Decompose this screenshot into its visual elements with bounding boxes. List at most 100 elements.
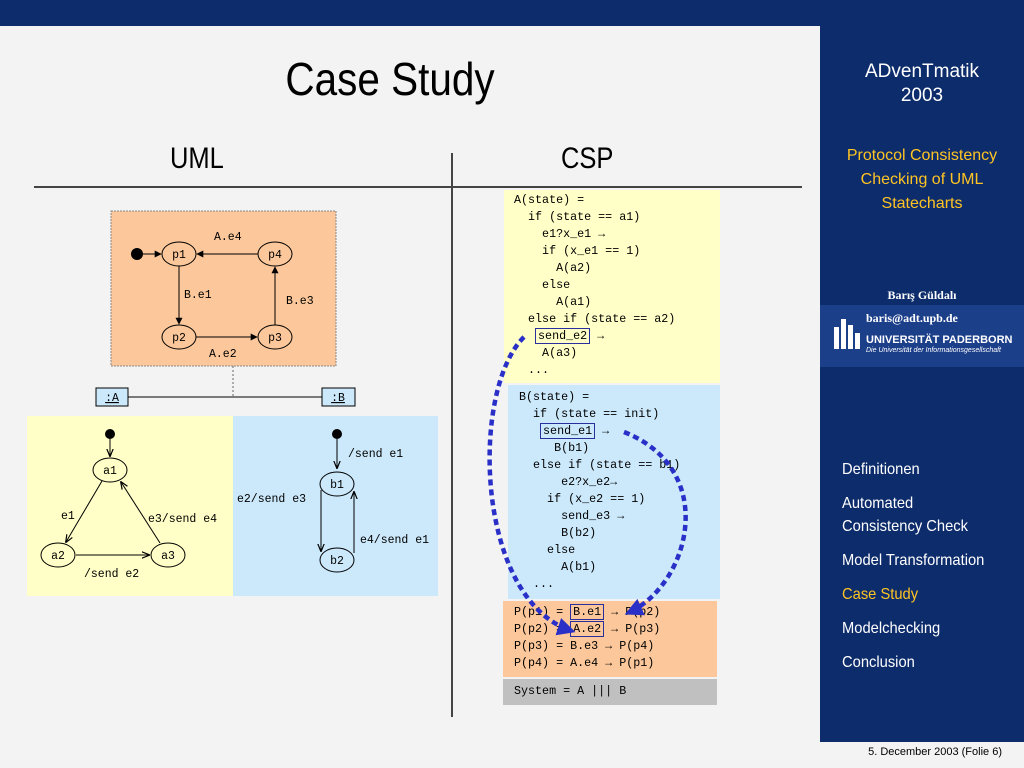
csp-protocol-box: P(p1) = B.e1 → P(p2)P(p2) = A.e2 → P(p3)…: [503, 601, 717, 677]
code-line: B(b2): [519, 526, 597, 540]
nav-item-conclusion[interactable]: Conclusion: [842, 654, 915, 671]
transition-label-e2-send-e3: e2/send e3: [237, 493, 306, 506]
protocol-event: B.e1: [570, 604, 605, 620]
state-b1-label: b1: [330, 479, 344, 492]
protocol-rule: P(p1) = B.e1 → P(p2): [514, 604, 661, 620]
csp-system-code: System = A ||| B: [514, 684, 627, 698]
state-p2: p2: [161, 324, 197, 350]
object-b-label: :B: [331, 392, 345, 405]
code-line: if (state == init): [519, 407, 660, 421]
nav-item-definitionen[interactable]: Definitionen: [842, 461, 920, 478]
author-email[interactable]: baris@adt.upb.de: [866, 311, 958, 325]
transition-label-a-e4: A.e4: [214, 231, 242, 244]
initial-state-b-dot: [332, 429, 342, 439]
object-a-box: [95, 387, 129, 407]
protocol-rule: P(p3) = B.e3 → P(p4): [514, 639, 655, 653]
footer-bar: [820, 742, 1024, 768]
nav-item-modelchecking[interactable]: Modelchecking: [842, 620, 941, 637]
csp-protocol-code: P(p1) = B.e1 → P(p2)P(p2) = A.e2 → P(p3)…: [514, 604, 660, 672]
csp-process-a-box: A(state) = if (state == a1) e1?x_e1 → if…: [504, 190, 720, 383]
protocol-rule: P(p4) = A.e4 → P(p1): [514, 656, 655, 670]
top-bar: [0, 0, 820, 26]
slide-footer: 5. December 2003 (Folie 6): [868, 746, 1002, 758]
state-b2-label: b2: [330, 555, 344, 568]
state-b2: b2: [319, 547, 355, 573]
transition-label-b-e3: B.e3: [286, 295, 314, 308]
state-b1: b1: [319, 471, 355, 497]
state-p4: p4: [257, 241, 293, 267]
code-line: e2?x_e2→: [519, 475, 618, 489]
state-p2-label: p2: [172, 332, 186, 345]
state-p3: p3: [257, 324, 293, 350]
code-line: e1?x_e1 →: [514, 227, 606, 241]
code-line: else: [514, 278, 571, 292]
object-b-box: [321, 387, 356, 407]
protocol-rule: P(p2) = A.e2 → P(p3): [514, 621, 661, 637]
transition-label-a-e2: A.e2: [209, 348, 237, 361]
slide-title: Case Study: [285, 53, 495, 105]
code-line: A(a1): [514, 295, 592, 309]
code-line: B(state) =: [519, 390, 590, 404]
column-divider: [451, 153, 453, 717]
state-a3-label: a3: [161, 550, 175, 563]
nav-item-automated-consistency-check[interactable]: Automated Consistency Check: [842, 495, 968, 535]
state-p4-label: p4: [268, 249, 282, 262]
transition-label-e3-send-e4: e3/send e4: [148, 513, 217, 526]
code-line: A(a3): [514, 346, 578, 360]
state-p1-label: p1: [172, 249, 186, 262]
talk-subtitle: Protocol Consistency Checking of UML Sta…: [846, 147, 998, 212]
initial-state-dot: [131, 248, 143, 260]
csp-heading: CSP: [561, 142, 614, 175]
code-line: if (x_e2 == 1): [519, 492, 646, 506]
protocol-event: B.e3: [570, 639, 599, 653]
code-line: send_e1 →: [519, 423, 680, 440]
author-name: Barış Güldalı: [887, 288, 957, 302]
code-line: ...: [519, 577, 555, 591]
state-a1-label: a1: [103, 465, 117, 478]
protocol-statechart-box: [110, 210, 337, 367]
state-p3-label: p3: [268, 332, 282, 345]
transition-label-b-e1: B.e1: [184, 289, 212, 302]
code-line: A(b1): [519, 560, 597, 574]
csp-process-b-box: B(state) = if (state == init) send_e1 → …: [508, 385, 720, 599]
state-a3: a3: [150, 542, 186, 568]
code-line: A(state) =: [514, 193, 585, 207]
code-line: B(b1): [519, 441, 590, 455]
code-line: if (x_e1 == 1): [514, 244, 641, 258]
transition-label-send-e1: /send e1: [348, 448, 403, 461]
code-line: if (state == a1): [514, 210, 641, 224]
state-a2: a2: [40, 542, 76, 568]
university-logo-icon: [834, 319, 860, 349]
header-divider: [34, 186, 802, 188]
code-line: send_e3 →: [519, 509, 625, 523]
state-p1: p1: [161, 241, 197, 267]
university-logo: baris@adt.upb.de UNIVERSITÄT PADERBORN D…: [820, 305, 1024, 367]
code-line: A(a2): [514, 261, 592, 275]
csp-system-box: System = A ||| B: [503, 679, 717, 705]
object-a-label: :A: [105, 392, 119, 405]
protocol-event: A.e2: [570, 621, 605, 637]
send-e2-highlight: send_e2: [535, 328, 591, 344]
nav-item-case-study[interactable]: Case Study: [842, 586, 919, 603]
csp-process-a-code: A(state) = if (state == a1) e1?x_e1 → if…: [514, 192, 675, 379]
csp-process-b-code: B(state) = if (state == init) send_e1 → …: [519, 389, 680, 593]
nav-item-model-transformation[interactable]: Model Transformation: [842, 552, 985, 569]
code-line: else: [519, 543, 576, 557]
code-line: else if (state == a2): [514, 312, 676, 326]
code-line: send_e2 →: [514, 328, 675, 345]
uml-diagram: p1 p4 p2 p3 A.e4 B.e1 B.e3 A.e2 :A :B a1…: [27, 210, 438, 596]
transition-label-e4-send-e1: e4/send e1: [360, 534, 429, 547]
transition-label-send-e2: /send e2: [84, 568, 139, 581]
code-line: else if (state == b1): [519, 458, 681, 472]
code-line: ...: [514, 363, 550, 377]
university-name: UNIVERSITÄT PADERBORN: [866, 334, 1013, 346]
transition-label-e1: e1: [61, 510, 75, 523]
initial-state-a-dot: [105, 429, 115, 439]
state-a2-label: a2: [51, 550, 65, 563]
state-a1: a1: [92, 457, 128, 483]
university-slogan: Die Universität der Informationsgesellsc…: [866, 347, 1002, 354]
uml-heading: UML: [170, 142, 224, 175]
